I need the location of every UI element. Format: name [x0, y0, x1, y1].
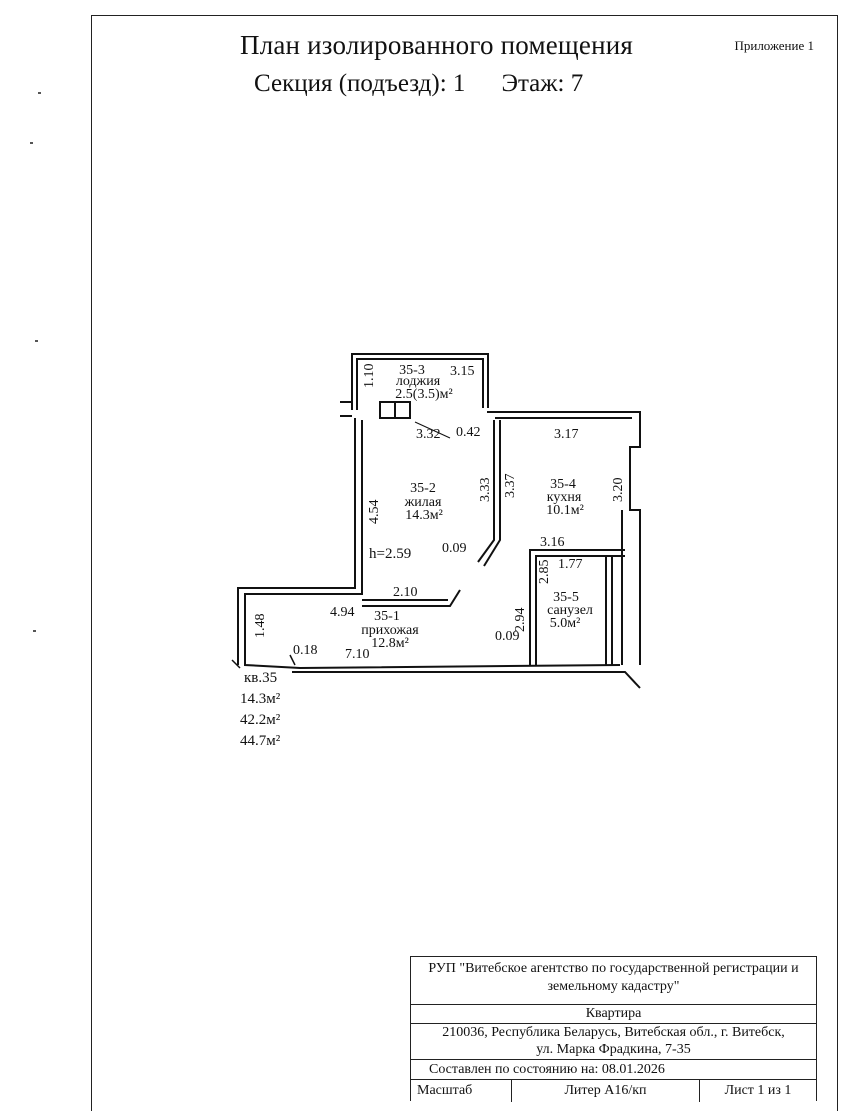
- dim-label: 4.54: [367, 500, 382, 525]
- dim-label: 3.15: [450, 364, 475, 379]
- page-title: План изолированного помещения: [240, 30, 634, 60]
- room-id-bath: 35-5: [553, 590, 579, 605]
- room-id-hall: 35-1: [374, 609, 400, 624]
- room-name-bath: санузел: [547, 603, 593, 618]
- room-id-living: 35-2: [410, 481, 436, 496]
- apartment-number: кв.35: [244, 670, 278, 686]
- dim-label: 2.85: [537, 560, 552, 585]
- room-name-kitchen: кухня: [547, 490, 582, 505]
- room-area-living: 14.3м²: [405, 508, 443, 523]
- room-area-bath: 5.0м²: [550, 616, 581, 631]
- page-frame: [91, 15, 838, 1111]
- section-label: Секция (подъезд): 1: [254, 70, 466, 97]
- dim-label: 1.48: [253, 614, 268, 639]
- dim-label: 0.09: [442, 541, 467, 556]
- object-type: Квартира: [411, 1005, 816, 1024]
- dim-label: 3.17: [554, 427, 579, 442]
- room-id-loggia: 35-3: [399, 363, 425, 378]
- dim-label: 3.16: [540, 535, 565, 550]
- scan-speck: [30, 142, 33, 144]
- state-date: Составлен по состоянию на: 08.01.2026: [411, 1060, 816, 1080]
- dim-label: 2.10: [393, 585, 418, 600]
- loggia-inner-walls: [356, 358, 484, 410]
- stamp-bottom-row: Масштаб Литер А16/кп Лист 1 из 1: [411, 1080, 816, 1102]
- dim-label: 3.37: [503, 474, 518, 499]
- dim-label: 3.20: [611, 478, 626, 503]
- room-area-loggia: 2.5(3.5)м²: [395, 387, 452, 402]
- address: 210036, Республика Беларусь, Витебская о…: [411, 1024, 816, 1060]
- dim-label: 0.18: [293, 643, 318, 658]
- loggia-walls: [351, 353, 489, 410]
- liter-label: Литер А16/кп: [512, 1080, 700, 1102]
- floor-label: Этаж: 7: [501, 70, 584, 97]
- scan-speck: [38, 92, 41, 94]
- total-area: 42.2м²: [240, 712, 281, 728]
- room-area-hall: 12.8м²: [371, 636, 409, 651]
- area-summary: кв.35 14.3м² 42.2м² 44.7м²: [240, 668, 280, 752]
- address-line-1: 210036, Республика Беларусь, Витебская о…: [442, 1025, 785, 1040]
- room-name-hall: прихожая: [361, 623, 419, 638]
- outer-wall-west-outer: [237, 418, 356, 665]
- area-with-loggia: 44.7м²: [240, 733, 281, 749]
- title-block: РУП "Витебское агентство по государствен…: [410, 956, 817, 1102]
- partition-hall: [362, 589, 461, 607]
- dim-label: 4.94: [330, 605, 355, 620]
- scale-label: Масштаб: [411, 1080, 512, 1102]
- scan-speck: [35, 340, 38, 342]
- appendix-label: Приложение 1: [734, 38, 814, 53]
- sheet-label: Лист 1 из 1: [724, 1083, 792, 1098]
- room-id-kitchen: 35-4: [550, 477, 576, 492]
- room-name-loggia: лоджия: [396, 374, 441, 389]
- living-area: 14.3м²: [240, 691, 281, 707]
- ceiling-height: h=2.59: [369, 546, 411, 562]
- dim-label: 1.77: [558, 557, 583, 572]
- outer-wall-west: [244, 420, 621, 670]
- room-area-kitchen: 10.1м²: [546, 503, 584, 518]
- partition-bath: [529, 549, 625, 665]
- address-line-2: ул. Марка Фрадкина, 7-35: [536, 1042, 691, 1057]
- dim-label: 0.42: [456, 425, 481, 440]
- dim-label: 3.33: [478, 478, 493, 503]
- dim-label: 1.10: [362, 364, 377, 389]
- dim-label: 2.94: [513, 608, 528, 633]
- organization-name: РУП "Витебское агентство по государствен…: [411, 957, 816, 1005]
- outer-wall-south: [292, 671, 641, 689]
- page-subtitle: Секция (подъезд): 1 Этаж: 7: [254, 70, 583, 98]
- dim-label: 3.32: [416, 427, 441, 442]
- partition-living-kitchen: [483, 420, 501, 567]
- outer-wall-east: [487, 411, 641, 665]
- dim-label: 7.10: [345, 647, 370, 662]
- scan-speck: [33, 630, 36, 632]
- room-name-living: жилая: [404, 495, 442, 510]
- dim-label: 0.09: [495, 629, 520, 644]
